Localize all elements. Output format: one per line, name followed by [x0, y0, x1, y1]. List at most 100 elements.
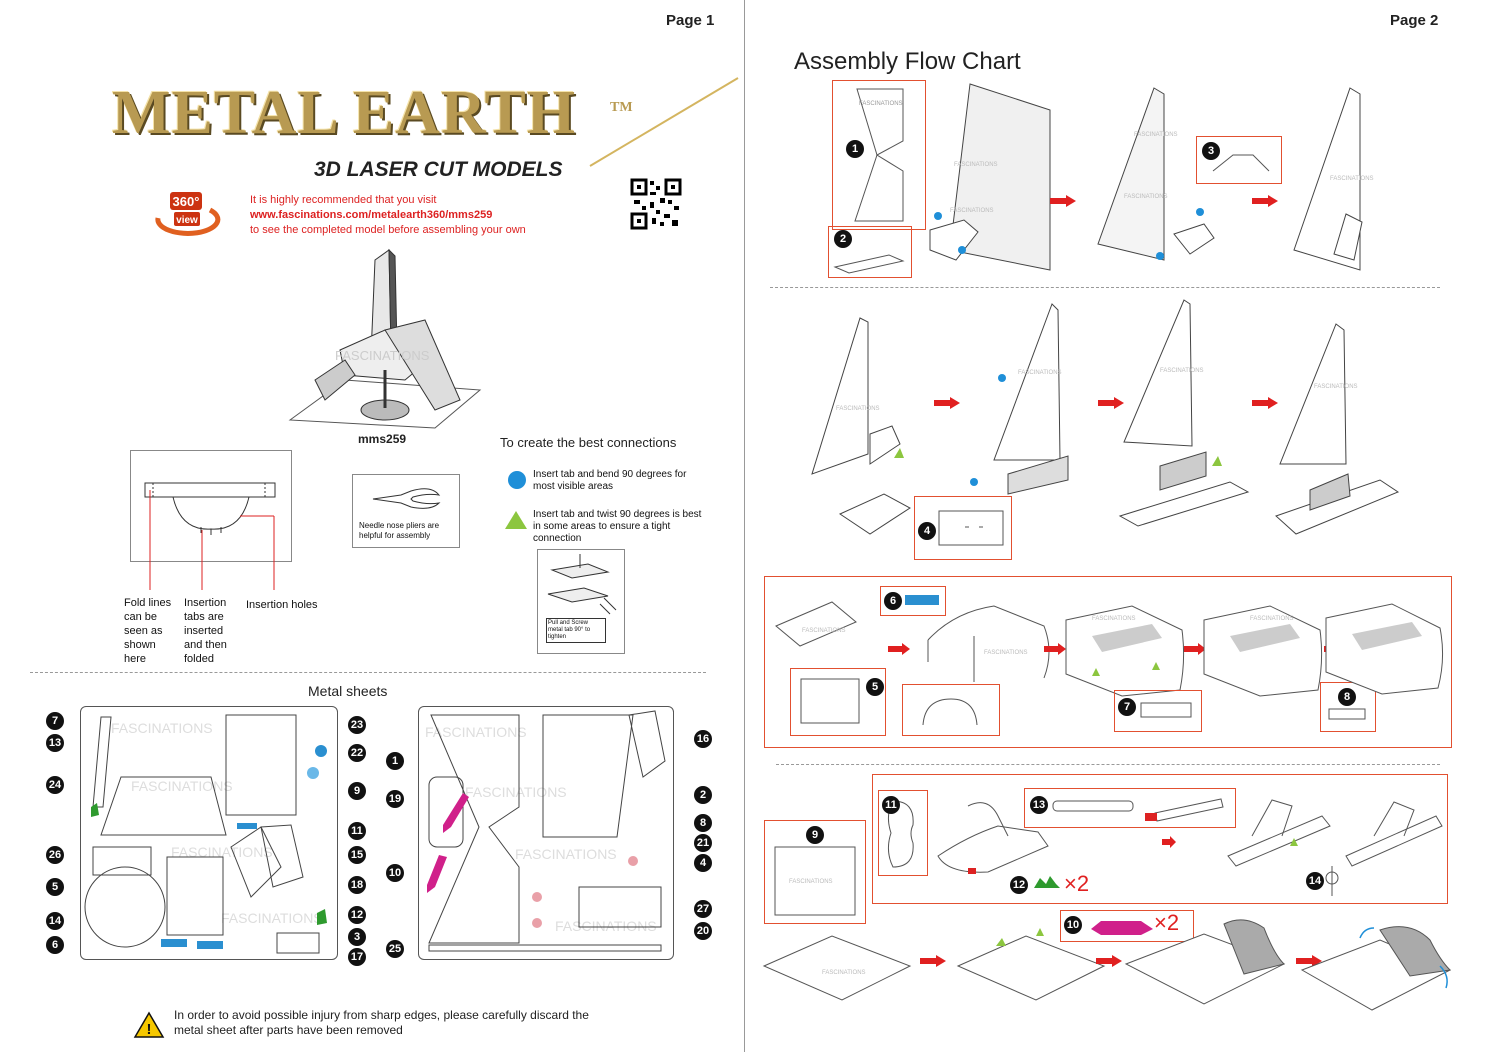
- part-number-10: 10: [386, 864, 404, 882]
- svg-text:FASCINATIONS: FASCINATIONS: [131, 778, 233, 794]
- step-9-assembly: FASCINATIONS: [762, 935, 912, 1001]
- part-number-5: 5: [46, 878, 64, 896]
- arrow-right-icon: [1098, 397, 1124, 409]
- step-3-number: 3: [1202, 142, 1220, 160]
- step-6-assembly: FASCINATIONS: [927, 605, 1050, 682]
- svg-text:360°: 360°: [173, 194, 200, 209]
- step-2-box: [828, 226, 912, 278]
- arrow-right-icon: [1096, 955, 1122, 967]
- step-7-number: 7: [1118, 698, 1136, 716]
- svg-text:FASCINATIONS: FASCINATIONS: [802, 628, 846, 634]
- step-2-number: 2: [834, 230, 852, 248]
- part-number-8: 8: [694, 814, 712, 832]
- svg-text:FASCINATIONS: FASCINATIONS: [1314, 384, 1358, 390]
- arrow-right-icon: [1252, 195, 1278, 207]
- part-number-7: 7: [46, 712, 64, 730]
- step-3-box: [1196, 136, 1282, 184]
- part-number-11: 11: [348, 822, 366, 840]
- step-8-assembly: FASCINATIONS: [1203, 605, 1323, 697]
- step-12-number: 12: [1010, 876, 1028, 894]
- part-number-25: 25: [386, 940, 404, 958]
- part-number-18: 18: [348, 876, 366, 894]
- step-10-complete: [1300, 926, 1452, 1011]
- row-divider: [770, 287, 1440, 288]
- svg-text:FASCINATIONS: FASCINATIONS: [1134, 132, 1178, 138]
- model-code: mms259: [358, 432, 407, 446]
- arrow-right-icon: [888, 643, 910, 655]
- step-9-box: FASCINATIONS: [764, 820, 866, 924]
- arrow-right-icon: [1162, 836, 1176, 848]
- row-4-box: [872, 774, 1448, 904]
- part-number-15: 15: [348, 846, 366, 864]
- gold-streak-icon: [589, 77, 739, 167]
- step-5-number: 5: [866, 678, 884, 696]
- arrow-right-icon: [1296, 955, 1322, 967]
- step-2-assembly: FASCINATIONS FASCINATIONS: [1097, 87, 1215, 261]
- step-11-assembly: [937, 802, 1049, 874]
- step-11-box: [878, 790, 928, 876]
- step-4-box: [914, 496, 1012, 560]
- part-number-13: 13: [46, 734, 64, 752]
- pliers-box: Needle nose pliers are helpful for assem…: [352, 474, 460, 548]
- part-number-20: 20: [694, 922, 712, 940]
- trademark: TM: [610, 100, 633, 115]
- intro-url-link[interactable]: www.fascinations.com/metalearth360/mms25…: [250, 209, 493, 221]
- step-6-assembly: FASCINATIONS: [1275, 323, 1400, 535]
- svg-text:FASCINATIONS: FASCINATIONS: [950, 208, 994, 214]
- legend-pointer-lines: [149, 490, 275, 590]
- svg-text:FASCINATIONS: FASCINATIONS: [984, 650, 1028, 656]
- page-divider: [744, 0, 745, 1052]
- svg-text:!: !: [147, 1021, 152, 1038]
- tip-green: Insert tab and twist 90 degrees is best …: [533, 509, 702, 544]
- step-7-box: [1114, 690, 1202, 732]
- view-360-icon: 360° view: [155, 192, 221, 236]
- page-number-1: Page 1: [666, 12, 715, 29]
- step-6-box: [880, 586, 946, 616]
- part-number-26: 26: [46, 846, 64, 864]
- part-number-6: 6: [46, 936, 64, 954]
- legend-insertion-text: Insertion tabs are inserted and then fol…: [184, 597, 227, 665]
- intro-line-1: It is highly recommended that you visit: [250, 194, 437, 206]
- step-10-assembly-b: [1124, 919, 1286, 1005]
- step-8-number: 8: [1338, 688, 1356, 706]
- step-7-assembly: FASCINATIONS: [1065, 605, 1185, 697]
- step-1-number: 1: [846, 140, 864, 158]
- part-number-16: 16: [694, 730, 712, 748]
- svg-text:FASCINATIONS: FASCINATIONS: [1018, 370, 1062, 376]
- svg-text:FASCINATIONS: FASCINATIONS: [836, 406, 880, 412]
- part-number-12: 12: [348, 906, 366, 924]
- legend-holes-text: Insertion holes: [246, 599, 318, 611]
- arrow-right-icon: [920, 955, 946, 967]
- part-number-22: 22: [348, 744, 366, 762]
- part-number-17: 17: [348, 948, 366, 966]
- connections-title: To create the best connections: [500, 435, 677, 450]
- step-9-number: 9: [806, 826, 824, 844]
- legend-diagram-box: [130, 450, 292, 562]
- svg-text:FASCINATIONS: FASCINATIONS: [1124, 194, 1168, 200]
- brand-logo: METAL EARTH: [112, 79, 577, 147]
- part-number-1: 1: [386, 752, 404, 770]
- step-5-part: FASCINATIONS: [775, 601, 857, 647]
- metal-sheet-2: FASCINATIONS FASCINATIONS FASCINATIONS F…: [418, 706, 674, 960]
- section-divider: [30, 672, 706, 673]
- qr-code-icon[interactable]: [630, 178, 682, 230]
- step-3-assembly: FASCINATIONS: [1293, 87, 1374, 271]
- part-number-19: 19: [386, 790, 404, 808]
- svg-text:FASCINATIONS: FASCINATIONS: [465, 784, 567, 800]
- svg-text:FASCINATIONS: FASCINATIONS: [789, 879, 833, 885]
- pliers-note: Needle nose pliers are helpful for assem…: [359, 521, 440, 540]
- page-number-2: Page 2: [1390, 12, 1439, 29]
- part-number-4: 4: [694, 854, 712, 872]
- times-two-12: ×2: [1064, 871, 1090, 896]
- svg-text:FASCINATIONS: FASCINATIONS: [1330, 176, 1374, 182]
- intro-line-3: to see the completed model before assemb…: [250, 224, 526, 236]
- twist-diagram-box: Pull and Screw metal tab 90° to tighten: [537, 549, 625, 654]
- svg-text:FASCINATIONS: FASCINATIONS: [171, 844, 273, 860]
- step-13-assembly: [1227, 799, 1331, 867]
- step-10-box: [1060, 910, 1194, 942]
- svg-text:FASCINATIONS: FASCINATIONS: [1092, 616, 1136, 622]
- warning-text: In order to avoid possible injury from s…: [174, 1008, 589, 1037]
- step-6-detail-box: [902, 684, 1000, 736]
- step-4-assembly-b: FASCINATIONS: [970, 303, 1069, 495]
- step-4-assembly-a: FASCINATIONS: [811, 317, 911, 535]
